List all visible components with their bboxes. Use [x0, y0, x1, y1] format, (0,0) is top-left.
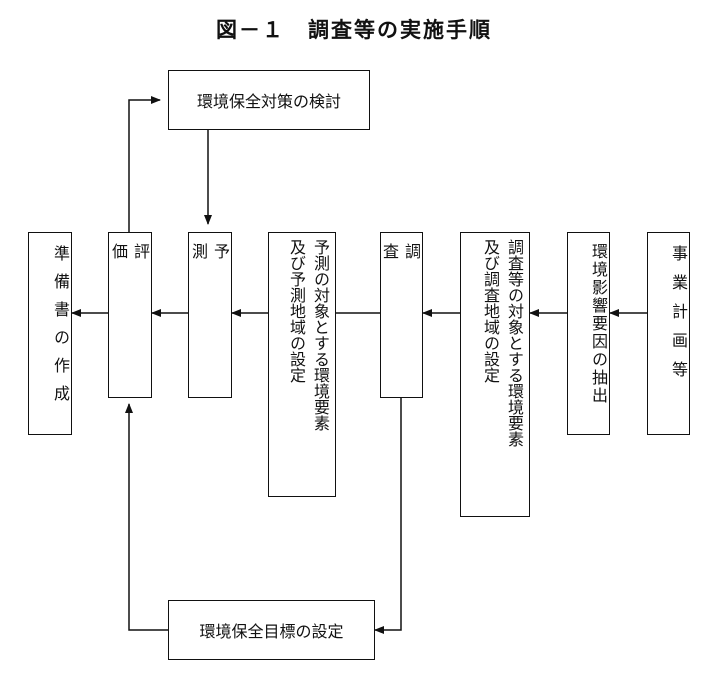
arrow-mokuhyo-to-hyoka [125, 403, 168, 631]
box-jigyo-keikaku: 事業計画等 [647, 232, 690, 435]
box-chosa-taisho-line1: 調査等の対象とする環境要素 [505, 239, 524, 447]
box-chosa-taisho-line2: 及び調査地域の設定 [481, 239, 500, 383]
box-yosoku-taisho-line1: 予測の対象とする環境要素 [311, 239, 330, 431]
box-hozen-taisaku-label: 環境保全対策の検討 [196, 92, 341, 111]
box-yosoku: 予測 [188, 232, 232, 398]
box-jigyo-keikaku-label: 事業計画等 [669, 245, 688, 390]
box-hyoka: 評価 [108, 232, 152, 398]
box-hyoka-label: 評価 [109, 243, 150, 349]
box-yosoku-label: 予測 [189, 243, 230, 349]
box-hozen-mokuhyo-label: 環境保全目標の設定 [199, 622, 344, 641]
box-junbisho-label: 準備書の作成 [51, 245, 70, 413]
arrow-chosa-to-mokuhyo [374, 398, 402, 634]
arrow-hyoka-to-taisaku [128, 96, 161, 232]
box-eikyo-yoin: 環境影響要因の抽出 [567, 232, 610, 435]
box-chosa-taisho-settei: 調査等の対象とする環境要素 及び調査地域の設定 [460, 232, 530, 517]
box-junbisho-sakusei: 準備書の作成 [28, 232, 72, 435]
box-hozen-taisaku-kento: 環境保全対策の検討 [168, 70, 370, 130]
box-yosoku-taisho-line2: 及び予測地域の設定 [287, 239, 306, 383]
box-hozen-mokuhyo-settei: 環境保全目標の設定 [168, 600, 375, 660]
box-eikyo-yoin-label: 環境影響要因の抽出 [589, 243, 608, 405]
page-title: 図－１ 調査等の実施手順 [216, 17, 492, 42]
box-chosa: 調査 [380, 232, 423, 398]
box-chosa-label: 調査 [380, 243, 421, 349]
box-yosoku-taisho-settei: 予測の対象とする環境要素 及び予測地域の設定 [268, 232, 336, 497]
